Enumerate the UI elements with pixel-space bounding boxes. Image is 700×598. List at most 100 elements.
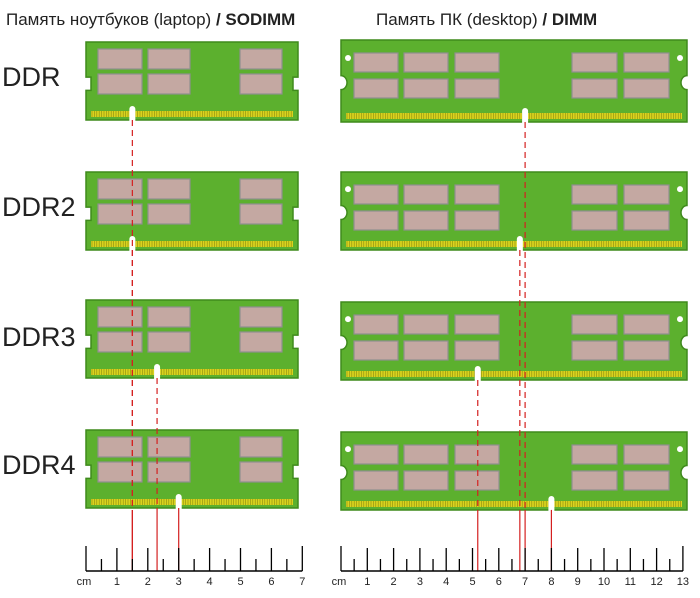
memory-chip [403, 340, 449, 361]
mounting-hole [677, 186, 683, 193]
ruler-tick-label: 2 [145, 576, 151, 588]
contact-pins [346, 241, 682, 247]
memory-chip [571, 470, 618, 491]
desktop-header-text: Память ПК (desktop) [376, 10, 538, 29]
memory-chip [97, 203, 143, 225]
mounting-hole [677, 55, 683, 62]
memory-chip [97, 461, 143, 483]
memory-chip [147, 436, 191, 458]
memory-chip [403, 210, 449, 231]
desktop-header-type: / DIMM [542, 10, 598, 29]
dimm-module-ddr4 [340, 431, 688, 511]
memory-chip [454, 52, 500, 73]
memory-chip [97, 436, 143, 458]
ruler-tick-label: 10 [598, 576, 610, 588]
memory-chip [97, 48, 143, 70]
key-notch [474, 366, 481, 381]
memory-chip [353, 470, 399, 491]
memory-chip [147, 73, 191, 95]
contact-pins [346, 501, 682, 507]
memory-chip [571, 444, 618, 465]
memory-chip [147, 203, 191, 225]
memory-chip [147, 331, 191, 353]
dimm-module-ddr [340, 39, 688, 123]
memory-chip [571, 78, 618, 99]
memory-chip [403, 470, 449, 491]
ruler-tick-label: 8 [548, 576, 554, 588]
memory-chip [147, 48, 191, 70]
contact-pins [346, 371, 682, 377]
mounting-hole [345, 316, 351, 323]
memory-chip [454, 314, 500, 335]
key-notch [175, 494, 182, 509]
memory-chip [623, 470, 670, 491]
mounting-hole [345, 446, 351, 453]
contact-pins [91, 241, 293, 247]
ruler-tick-label: 9 [575, 576, 581, 588]
ruler-tick-label: 4 [443, 576, 449, 588]
ruler-unit-label: cm [77, 576, 92, 588]
memory-chip [571, 52, 618, 73]
memory-chip [239, 436, 283, 458]
memory-chip [97, 73, 143, 95]
ruler-unit-label: cm [332, 576, 347, 588]
memory-chip [454, 340, 500, 361]
memory-chip [353, 444, 399, 465]
sodimm-module-ddr4 [85, 429, 299, 509]
memory-chip [353, 210, 399, 231]
memory-chip [403, 314, 449, 335]
ruler-tick-label: 11 [625, 576, 636, 588]
memory-chip [623, 210, 670, 231]
memory-chip [239, 331, 283, 353]
memory-chip [97, 178, 143, 200]
contact-pins [91, 369, 293, 375]
key-notch [154, 364, 161, 379]
ruler-tick-label: 7 [522, 576, 528, 588]
ruler-tick-label: 7 [299, 576, 305, 588]
ruler-tick-label: 6 [496, 576, 502, 588]
memory-chip [571, 184, 618, 205]
laptop-header-text: Память ноутбуков (laptop) [6, 10, 212, 29]
ruler-tick-label: 4 [207, 576, 213, 588]
memory-chip [403, 444, 449, 465]
memory-chip [403, 78, 449, 99]
memory-chip [147, 306, 191, 328]
memory-chip [147, 461, 191, 483]
memory-chip [353, 52, 399, 73]
memory-chip [353, 340, 399, 361]
ruler-tick-label: 13 [677, 576, 689, 588]
memory-chip [97, 331, 143, 353]
contact-pins [346, 113, 682, 119]
ruler-tick-label: 5 [237, 576, 243, 588]
laptop-header: Память ноутбуков (laptop) / SODIMM [6, 10, 295, 30]
laptop-header-type: / SODIMM [215, 10, 296, 29]
sodimm-module-ddr2 [85, 171, 299, 251]
mounting-hole [345, 186, 351, 193]
memory-chip [623, 340, 670, 361]
sodimm-module-ddr3 [85, 299, 299, 379]
memory-chip [353, 314, 399, 335]
key-notch [129, 106, 136, 121]
memory-chip [239, 203, 283, 225]
ruler-tick-label: 1 [364, 576, 370, 588]
memory-chip [571, 314, 618, 335]
dimm-module-ddr2 [340, 171, 688, 251]
sodimm-module-ddr [85, 41, 299, 121]
key-notch [522, 108, 529, 123]
ddr-label: DDR [2, 62, 61, 92]
mounting-hole [345, 55, 351, 62]
ddr2-label: DDR2 [2, 192, 76, 222]
contact-pins [91, 499, 293, 505]
key-notch [516, 236, 523, 251]
memory-chip [403, 184, 449, 205]
memory-chip [623, 444, 670, 465]
memory-chip [97, 306, 143, 328]
ruler-tick-label: 2 [391, 576, 397, 588]
memory-chip [403, 52, 449, 73]
memory-chip [239, 48, 283, 70]
ruler-tick-label: 3 [417, 576, 423, 588]
ruler-tick-label: 3 [176, 576, 182, 588]
memory-chip [454, 78, 500, 99]
